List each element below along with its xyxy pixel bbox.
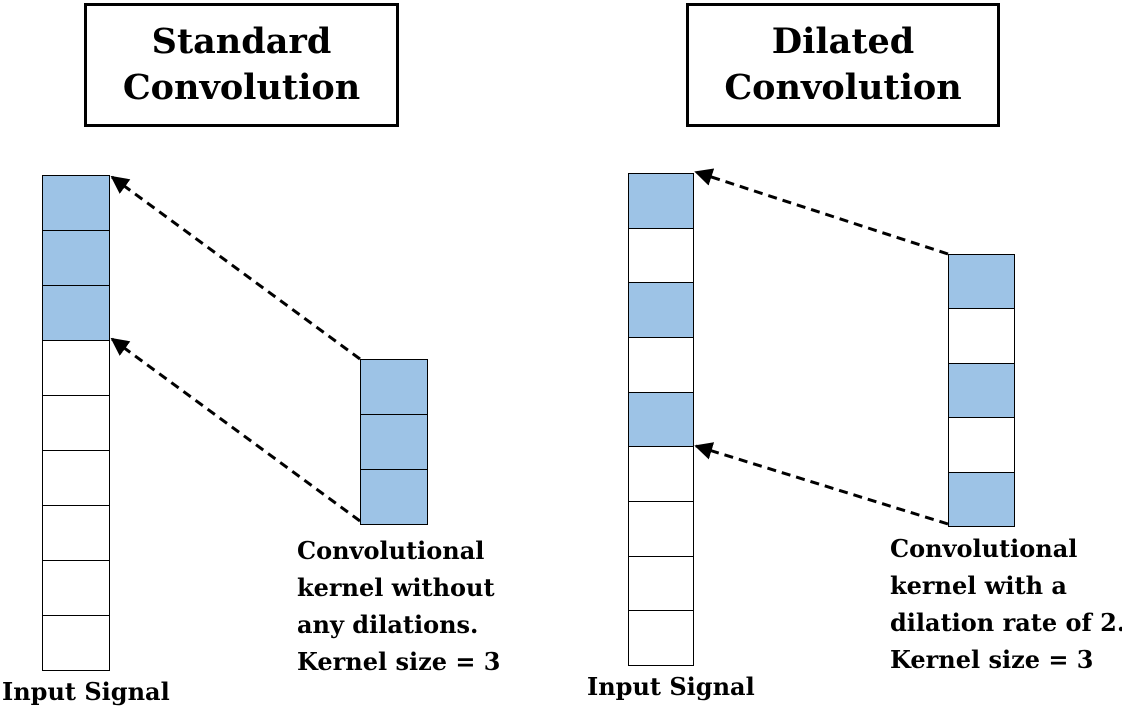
dilated-caption-line-1: Convolutional (890, 534, 1078, 563)
dilated-kernel-cell-highlighted (949, 255, 1014, 310)
dilated-input-label: Input Signal (587, 672, 755, 701)
standard-kernel-caption: Convolutional kernel without any dilatio… (297, 532, 500, 680)
standard-input-signal (42, 175, 110, 671)
standard-input-cell (43, 396, 109, 451)
standard-title-line-1: Standard (151, 21, 332, 62)
standard-input-cell (43, 341, 109, 396)
standard-title-line-2: Convolution (122, 67, 361, 108)
dilated-input-cell (629, 556, 693, 612)
dilated-kernel-cell-highlighted (949, 363, 1014, 419)
dilated-input-signal (628, 173, 694, 666)
dilated-kernel-cell (949, 309, 1014, 364)
dilated-input-cell-highlighted (629, 283, 693, 339)
standard-input-cell (43, 616, 109, 670)
dilated-title-line-2: Convolution (724, 67, 962, 108)
standard-caption-line-4: Kernel size = 3 (297, 647, 501, 676)
dilated-input-cell (629, 447, 693, 503)
standard-input-cell-highlighted (43, 286, 109, 341)
standard-caption-line-3: any dilations. (297, 610, 479, 639)
standard-kernel (360, 359, 428, 525)
standard-input-label: Input Signal (2, 677, 170, 706)
dilated-caption-line-2: kernel with a (890, 571, 1067, 600)
dilated-input-cell (629, 502, 693, 557)
dilated-input-cell (629, 228, 693, 284)
dilated-title-box: Dilated Convolution (686, 3, 1000, 127)
standard-input-cell-highlighted (43, 231, 109, 286)
dilated-arrow-bottom (694, 442, 949, 526)
dilated-arrow-top (694, 168, 949, 256)
dilated-caption-line-3: dilation rate of 2. (890, 608, 1122, 637)
dilated-kernel-cell (949, 418, 1014, 473)
standard-input-cell-highlighted (43, 176, 109, 231)
dilated-input-cell-highlighted (629, 174, 693, 229)
dilated-input-cell-highlighted (629, 392, 693, 448)
standard-caption-line-2: kernel without (297, 573, 495, 602)
standard-input-cell (43, 451, 109, 506)
standard-input-cell (43, 506, 109, 561)
standard-kernel-cell-highlighted (361, 470, 427, 524)
dilated-caption-line-4: Kernel size = 3 (890, 645, 1094, 674)
dilated-input-cell (629, 338, 693, 393)
standard-kernel-cell-highlighted (361, 415, 427, 470)
standard-arrow-top (110, 175, 361, 361)
dilated-kernel-caption: Convolutional kernel with a dilation rat… (890, 530, 1122, 678)
standard-caption-line-1: Convolutional (297, 536, 485, 565)
standard-input-cell (43, 561, 109, 616)
dilated-title-line-1: Dilated (771, 21, 915, 62)
standard-title-box: Standard Convolution (84, 3, 399, 127)
dilated-input-cell (629, 611, 693, 666)
standard-arrow-bottom (110, 337, 361, 523)
standard-kernel-cell-highlighted (361, 360, 427, 415)
dilated-kernel (948, 254, 1015, 527)
dilated-kernel-cell-highlighted (949, 472, 1014, 527)
